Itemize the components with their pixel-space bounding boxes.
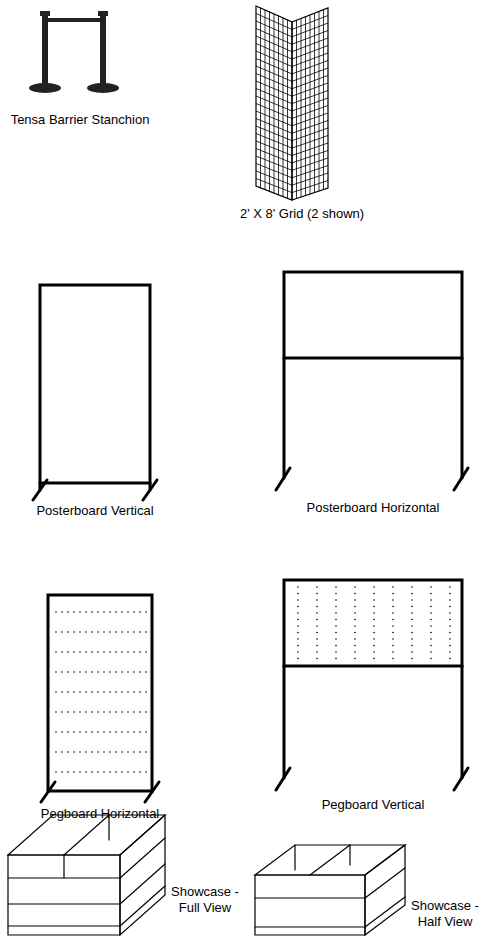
- item-label: Posterboard Horizontal: [273, 500, 473, 516]
- pegboard-horizontal-drawing: [41, 595, 159, 802]
- posterboard-vertical-drawing: [33, 285, 157, 500]
- posterboard-horizontal-drawing: [276, 272, 468, 490]
- pegboard-vertical-drawing: [276, 580, 468, 790]
- item-label: Showcase - Full View: [168, 884, 242, 916]
- item-label: 2' X 8' Grid (2 shown): [192, 206, 412, 222]
- item-label: Pegboard Vertical: [273, 797, 473, 813]
- stanchion-drawing: [29, 11, 119, 93]
- showcase-half-drawing: [255, 845, 405, 935]
- item-label: Pegboard Horizontal: [0, 806, 200, 822]
- grid-panels: [256, 6, 328, 200]
- item-label: Posterboard Vertical: [0, 503, 195, 519]
- item-label: Showcase - Half View: [409, 898, 481, 930]
- item-label: Tensa Barrier Stanchion: [0, 112, 180, 128]
- showcase-full-drawing: [8, 815, 165, 935]
